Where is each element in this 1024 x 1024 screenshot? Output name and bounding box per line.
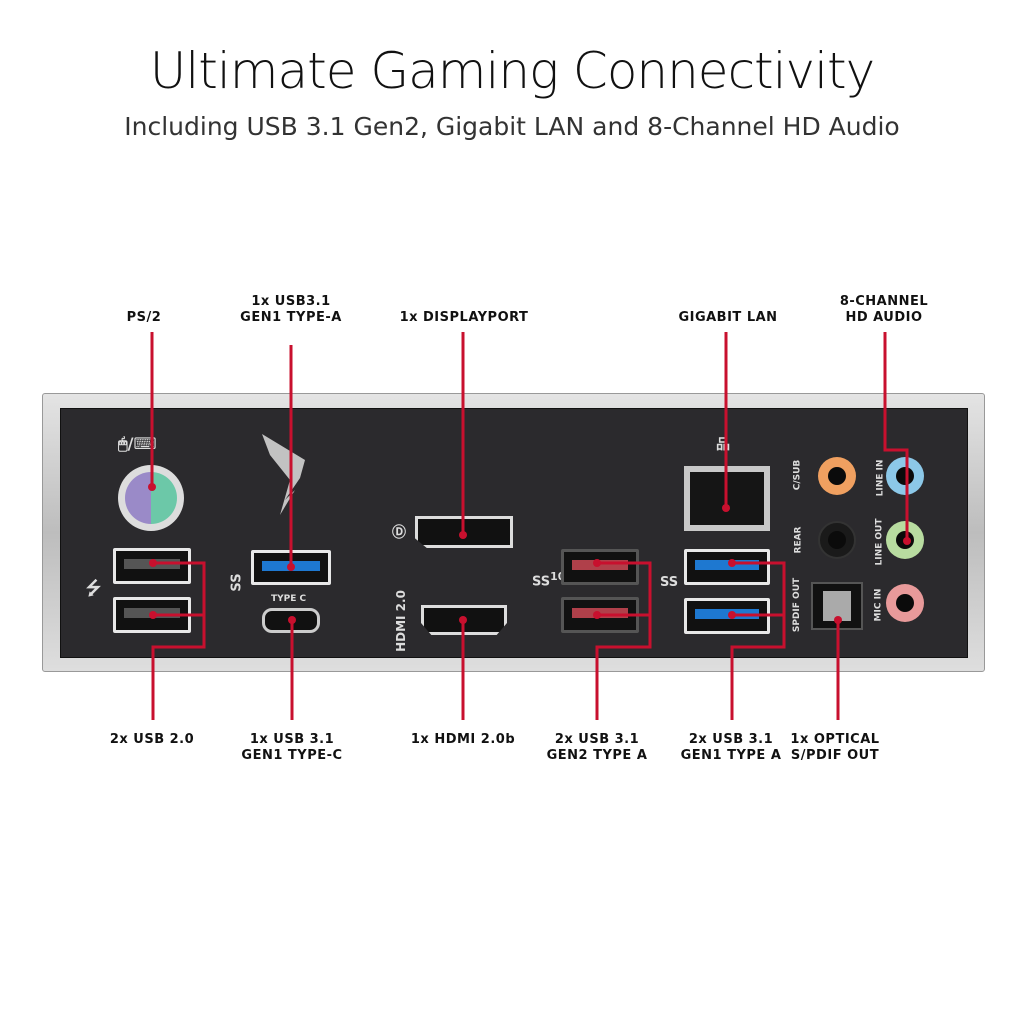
ss-text: SS (532, 574, 551, 590)
rear-jack (818, 521, 856, 559)
callout-gen2 (595, 561, 652, 720)
label-usb31-gen1-type-a: 1x USB3.1 GEN1 TYPE-A (240, 294, 342, 325)
label-ps2: PS/2 (126, 310, 162, 325)
csub-jack (818, 457, 856, 495)
usb31-gen1-port-1 (684, 549, 770, 585)
usb-icon: ⭍ (86, 578, 101, 599)
label-usb20: 2x USB 2.0 (109, 732, 195, 747)
label-usb31-gen2-type-a: 2x USB 3.1 GEN2 TYPE A (546, 732, 648, 763)
page-title: Ultimate Gaming Connectivity (149, 42, 875, 100)
label-optical: 1x OPTICAL S/PDIF OUT (790, 732, 880, 763)
mouse-keyboard-icon: 🖱/⌨ (118, 434, 157, 453)
label-8ch-audio: 8-CHANNEL HD AUDIO (839, 294, 929, 325)
label-displayport: 1x DISPLAYPORT (399, 310, 529, 325)
label-gigabit-lan: GIGABIT LAN (678, 310, 778, 325)
line-in-jack (886, 457, 924, 495)
page-subtitle: Including USB 3.1 Gen2, Gigabit LAN and … (124, 112, 900, 141)
ss-usb-icon-2: SS (660, 575, 679, 590)
callout-usb20 (151, 561, 206, 720)
type-c-silkscreen: TYPE C (271, 594, 307, 604)
callout-gen1-a (730, 561, 786, 720)
label-usb31-gen1-type-a-2x: 2x USB 3.1 GEN1 TYPE A (680, 732, 782, 763)
label-hdmi: 1x HDMI 2.0b (410, 732, 516, 747)
rog-logo-icon (262, 434, 305, 515)
label-usb31-gen1-type-c: 1x USB 3.1 GEN1 TYPE-C (241, 732, 343, 763)
callout-audio (883, 332, 909, 541)
mic-in-jack (886, 584, 924, 622)
displayport-icon: Ⓓ (392, 525, 406, 541)
